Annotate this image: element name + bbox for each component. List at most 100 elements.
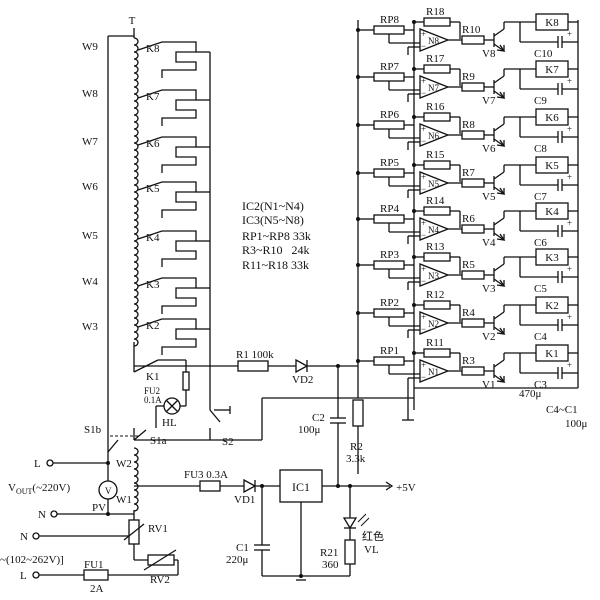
s2-label: S2 bbox=[222, 436, 234, 448]
transistor-label-7: V7 bbox=[482, 95, 496, 107]
rfb-label-1: R11 bbox=[426, 337, 444, 349]
rfb-label-6: R16 bbox=[426, 101, 445, 113]
r2-value: 3.3k bbox=[346, 453, 366, 465]
rb-resistor-3 bbox=[461, 270, 485, 280]
opamp-label-4: N4 bbox=[428, 225, 439, 235]
rb-label-5: R7 bbox=[462, 167, 475, 179]
terminal-n-in-label: N bbox=[20, 531, 28, 543]
rp-label-4: RP4 bbox=[380, 203, 399, 215]
cap-plus-4: + bbox=[567, 218, 572, 228]
comparator-bank: RP8R18N8+−R10V8K8C10+RP7R17N7+−R9V7K7C9+… bbox=[356, 6, 579, 421]
transistor-label-8: V8 bbox=[482, 48, 496, 60]
rp-label-1: RP1 bbox=[380, 345, 399, 357]
transistor-label-2: V2 bbox=[482, 331, 495, 343]
vin-range-label: ~(102~262V)] bbox=[0, 554, 64, 566]
rp-label-6: RP6 bbox=[380, 109, 399, 121]
opamp-plus-5: + bbox=[421, 172, 426, 182]
k1-label: K1 bbox=[146, 371, 159, 383]
rfb-resistor-1 bbox=[423, 348, 451, 358]
winding-label-6: W6 bbox=[82, 181, 98, 193]
winding-label-7: W7 bbox=[82, 136, 98, 148]
winding-label-4: W4 bbox=[82, 276, 98, 288]
rp-label-5: RP5 bbox=[380, 157, 399, 169]
cap-plus-5: + bbox=[567, 172, 572, 182]
rb-label-1: R3 bbox=[462, 355, 475, 367]
pv-label: PV bbox=[92, 502, 106, 514]
mains-terminals: L VOUT(~220V) V PV N N ~(102~262V)] L FU… bbox=[0, 452, 179, 595]
opamp-label-3: N3 bbox=[428, 271, 439, 281]
cap-label-3: C5 bbox=[534, 283, 547, 295]
voltmeter-symbol: V bbox=[105, 486, 112, 496]
rb-resistor-4 bbox=[461, 224, 485, 234]
tap-t-label: T bbox=[129, 15, 136, 27]
relay-label-2: K2 bbox=[545, 300, 558, 312]
opamp-8 bbox=[419, 28, 450, 52]
param-line-5: R11~R18 33k bbox=[242, 258, 309, 272]
param-line-2: IC3(N5~N8) bbox=[242, 213, 304, 227]
rfb-label-5: R15 bbox=[426, 149, 445, 161]
vout-label: VOUT(~220V) bbox=[8, 482, 70, 496]
opamp-plus-2: + bbox=[421, 312, 426, 322]
c1-label: C1 bbox=[236, 542, 249, 554]
winding-label-5: W5 bbox=[82, 230, 98, 242]
rfb-resistor-8 bbox=[423, 17, 451, 27]
ic1-label: IC1 bbox=[292, 480, 310, 494]
rb-label-8: R10 bbox=[462, 24, 481, 36]
rb-label-6: R8 bbox=[462, 119, 475, 131]
opamp-plus-1: + bbox=[421, 360, 426, 370]
rp-label-2: RP2 bbox=[380, 297, 399, 309]
fu2-value: 0.1A bbox=[144, 395, 162, 405]
c3-value: 470μ bbox=[519, 388, 542, 400]
filter-section: C2 100μ R2 3.3k bbox=[262, 376, 414, 488]
cap-label-7: C9 bbox=[534, 95, 547, 107]
fu3-label: FU3 0.3A bbox=[184, 469, 228, 481]
rb-label-3: R5 bbox=[462, 259, 475, 271]
vd2-label: VD2 bbox=[292, 374, 313, 386]
power-supply: FU3 0.3A VD1 IC1 +5V C1 220μ 红色 VL R21 bbox=[134, 469, 416, 581]
cap-label-4: C6 bbox=[534, 237, 547, 249]
opamp-plus-8: + bbox=[421, 29, 426, 39]
relay-label-6: K6 bbox=[545, 112, 559, 124]
opamp-label-6: N6 bbox=[428, 131, 439, 141]
opamp-minus-7: − bbox=[421, 88, 426, 98]
rb-resistor-7 bbox=[461, 82, 485, 92]
rv2-label: RV2 bbox=[150, 574, 170, 586]
cap-plus-6: + bbox=[567, 124, 572, 134]
sense-feed: R1 100k VD2 bbox=[134, 349, 358, 412]
opamp-label-1: N1 bbox=[428, 367, 439, 377]
relay-label-8: K8 bbox=[545, 17, 559, 29]
winding-label-3: W3 bbox=[82, 321, 98, 333]
fu1-label: FU1 bbox=[84, 559, 104, 571]
param-line-1: IC2(N1~N4) bbox=[242, 199, 304, 213]
opamp-3 bbox=[419, 263, 450, 287]
relay-k1-section: K1 FU2 0.1A HL S1b S1a S2 bbox=[84, 352, 263, 453]
rb-label-2: R4 bbox=[462, 307, 475, 319]
opamp-minus-4: − bbox=[421, 230, 426, 240]
cap-plus-3: + bbox=[567, 264, 572, 274]
opamp-minus-6: − bbox=[421, 136, 426, 146]
opamp-minus-1: − bbox=[421, 372, 426, 382]
opamp-5 bbox=[419, 171, 450, 195]
out-5v-label: +5V bbox=[396, 482, 416, 494]
opamp-7 bbox=[419, 75, 450, 99]
transistor-label-3: V3 bbox=[482, 283, 496, 295]
rp-pot-2 bbox=[373, 308, 405, 318]
opamp-minus-5: − bbox=[421, 184, 426, 194]
rfb-label-2: R12 bbox=[426, 289, 444, 301]
rfb-label-7: R17 bbox=[426, 53, 445, 65]
rp-pot-7 bbox=[373, 72, 405, 82]
opamp-2 bbox=[419, 311, 450, 335]
rp-pot-1 bbox=[373, 356, 405, 366]
cap-plus-2: + bbox=[567, 312, 572, 322]
opamp-1 bbox=[419, 359, 450, 383]
r1-label: R1 100k bbox=[236, 349, 274, 361]
terminal-n-out-label: N bbox=[38, 509, 46, 521]
